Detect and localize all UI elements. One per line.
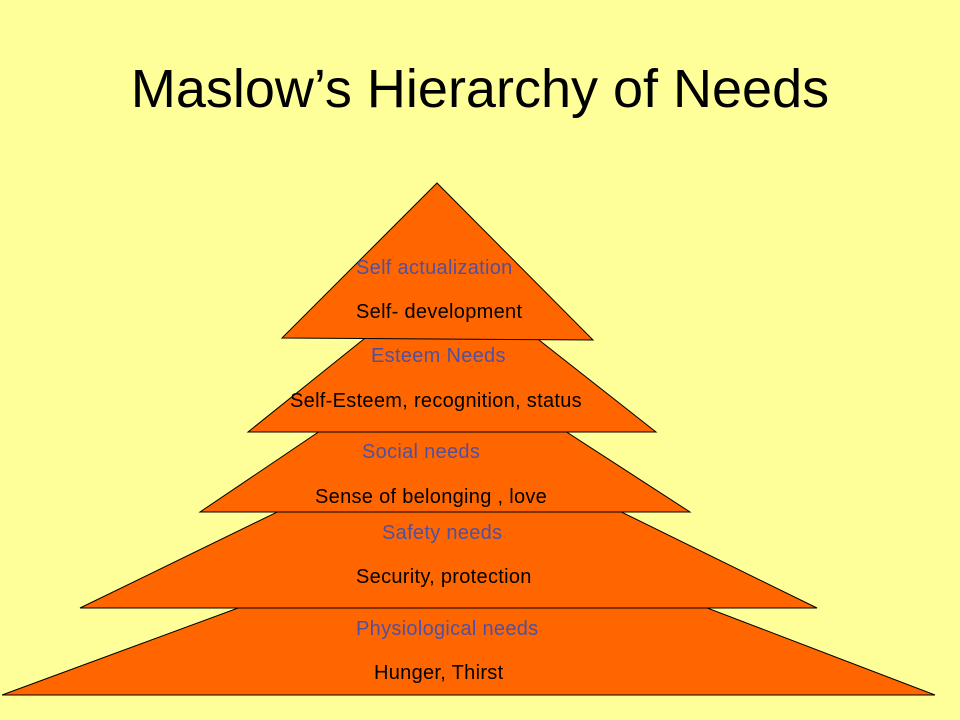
level-self-actualization-description: Self- development bbox=[356, 301, 523, 323]
level-physiological-description: Hunger, Thirst bbox=[374, 662, 504, 684]
level-esteem-shape bbox=[246, 269, 658, 433]
slide-title: Maslow’s Hierarchy of Needs bbox=[130, 59, 830, 119]
level-safety-shape bbox=[79, 427, 818, 609]
level-safety-name: Safety needs bbox=[382, 522, 503, 544]
level-self-actualization-name: Self actualization bbox=[356, 257, 513, 279]
level-physiological-name: Physiological needs bbox=[356, 618, 539, 640]
level-safety-description: Security, protection bbox=[356, 566, 532, 588]
level-esteem-name: Esteem Needs bbox=[371, 345, 506, 367]
level-social-description: Sense of belonging , love bbox=[315, 486, 548, 508]
level-social-name: Social needs bbox=[362, 441, 481, 463]
level-self-actualization-shape bbox=[280, 182, 595, 341]
level-esteem-description: Self-Esteem, recognition, status bbox=[290, 390, 582, 412]
